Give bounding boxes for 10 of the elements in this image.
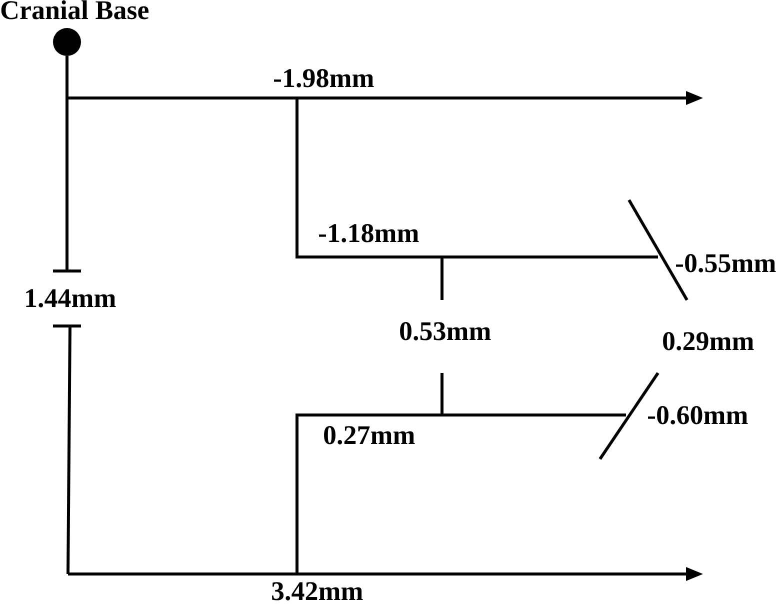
landmark-label: Cranial Base <box>0 0 150 24</box>
measurement-label: -1.18mm <box>318 220 420 247</box>
measurement-label: 0.53mm <box>399 318 492 345</box>
measurement-label: 1.44mm <box>24 285 116 312</box>
measurement-label: -1.98mm <box>273 65 374 92</box>
measurement-label: 3.42mm <box>271 578 364 605</box>
measurement-label: 0.29mm <box>662 328 754 355</box>
measurement-label: -0.60mm <box>647 402 748 429</box>
measurement-label: -0.55mm <box>675 250 776 277</box>
measurement-label: 0.27mm <box>323 422 416 449</box>
